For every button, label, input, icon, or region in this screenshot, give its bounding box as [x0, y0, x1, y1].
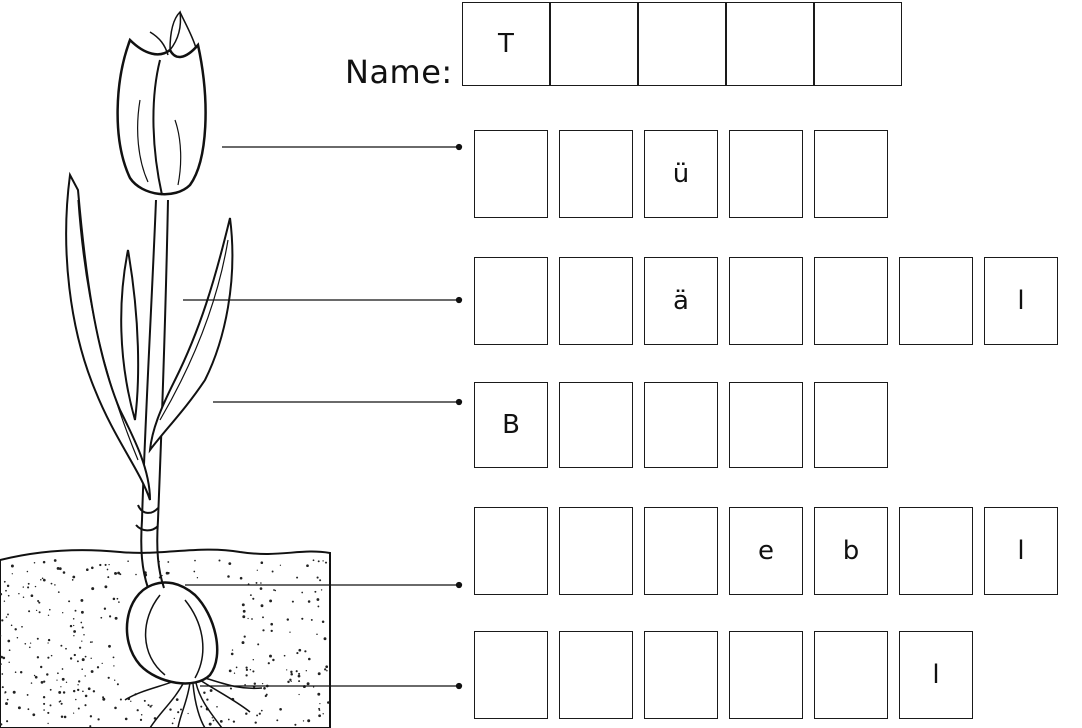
- letter-box[interactable]: [474, 257, 548, 345]
- stem: [136, 200, 168, 588]
- letter-box[interactable]: ü: [644, 130, 718, 218]
- letter-box[interactable]: [474, 130, 548, 218]
- letter: ä: [673, 288, 689, 314]
- letter: l: [932, 662, 939, 688]
- letter-box[interactable]: [559, 631, 633, 719]
- letter-box[interactable]: T: [462, 2, 550, 86]
- letter-box[interactable]: [474, 631, 548, 719]
- letter-box[interactable]: [814, 257, 888, 345]
- letter-box[interactable]: [899, 507, 973, 595]
- letter-box[interactable]: [644, 382, 718, 468]
- letter: B: [502, 412, 520, 438]
- letter-box[interactable]: [814, 382, 888, 468]
- tulip-illustration: [0, 0, 460, 728]
- letter-box[interactable]: [644, 631, 718, 719]
- letter-box[interactable]: B: [474, 382, 548, 468]
- letter-box[interactable]: [559, 257, 633, 345]
- letter-box[interactable]: [474, 507, 548, 595]
- letter-box[interactable]: b: [814, 507, 888, 595]
- letter-box[interactable]: ä: [644, 257, 718, 345]
- letter-box[interactable]: [899, 257, 973, 345]
- letter: ü: [673, 161, 689, 187]
- letter-box[interactable]: [638, 2, 726, 86]
- letter-box[interactable]: [729, 130, 803, 218]
- letter-box[interactable]: [814, 2, 902, 86]
- letter-box[interactable]: [729, 631, 803, 719]
- letter-box[interactable]: [559, 507, 633, 595]
- letter-box[interactable]: [644, 507, 718, 595]
- letter-box[interactable]: e: [729, 507, 803, 595]
- letter-box[interactable]: l: [899, 631, 973, 719]
- tulip-flower: [118, 12, 206, 195]
- letter-box[interactable]: [814, 130, 888, 218]
- letter-box[interactable]: [814, 631, 888, 719]
- name-label: Name:: [345, 52, 453, 92]
- letter-box[interactable]: [726, 2, 814, 86]
- letter-box[interactable]: [559, 130, 633, 218]
- letter-box[interactable]: [729, 382, 803, 468]
- letter: l: [1017, 538, 1024, 564]
- letter: e: [758, 538, 774, 564]
- letter-box[interactable]: l: [984, 257, 1058, 345]
- letter-box[interactable]: [729, 257, 803, 345]
- letter-box[interactable]: [550, 2, 638, 86]
- letter: b: [843, 538, 860, 564]
- letter: l: [1017, 288, 1024, 314]
- letter-box[interactable]: l: [984, 507, 1058, 595]
- letter: T: [498, 31, 514, 57]
- letter-box[interactable]: [559, 382, 633, 468]
